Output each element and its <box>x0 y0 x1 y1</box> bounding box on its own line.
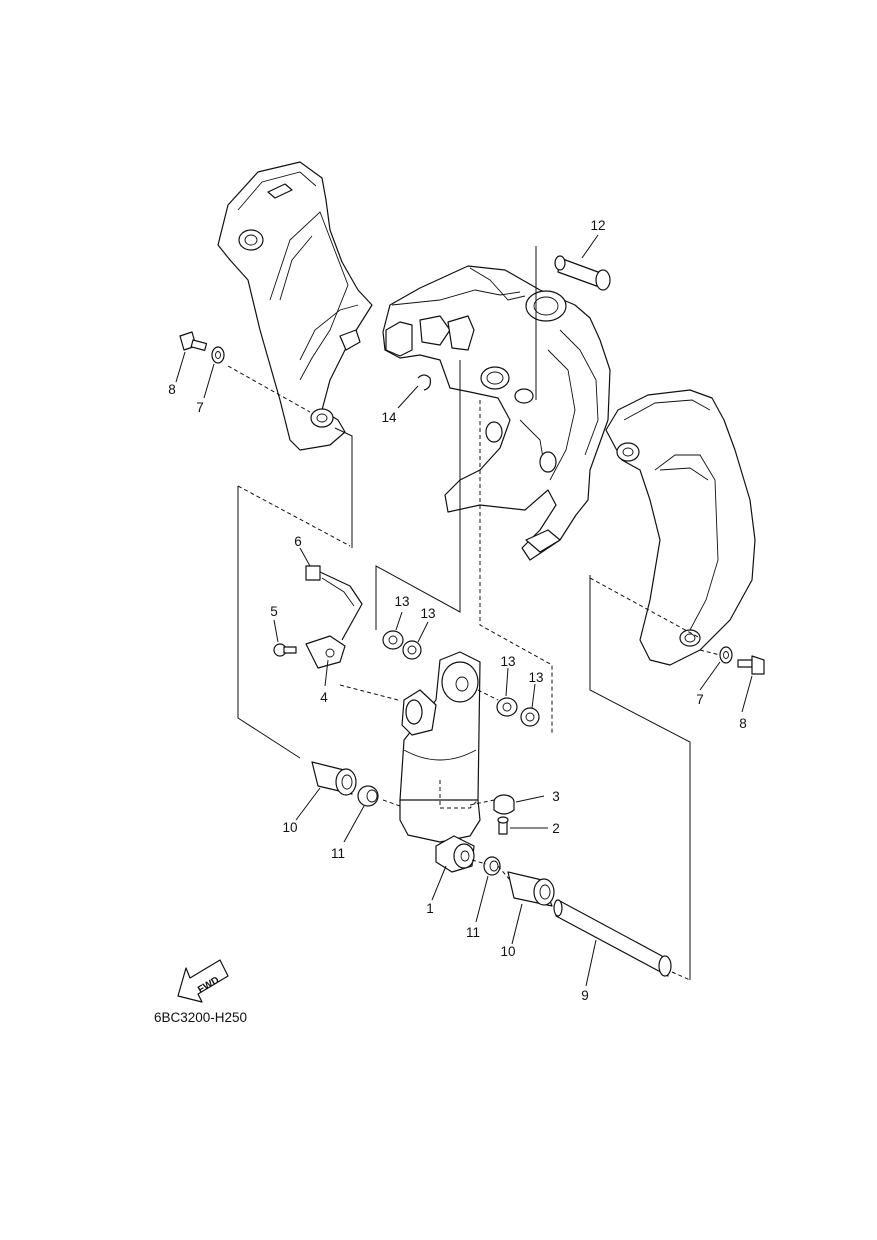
plug-part-3 <box>493 794 515 815</box>
screw-part-2 <box>497 816 509 835</box>
screw-part-5 <box>273 643 297 657</box>
callout-11-right: 11 <box>466 925 480 940</box>
callout-3: 3 <box>552 789 560 804</box>
callout-7-left: 7 <box>196 400 204 415</box>
callout-leaders <box>175 234 753 987</box>
bracket-part-4 <box>305 635 346 669</box>
bushing-part-10-right <box>507 871 555 907</box>
callout-10-left: 10 <box>282 820 297 835</box>
callout-2: 2 <box>552 821 560 836</box>
callout-14: 14 <box>381 410 397 425</box>
right-clamp-bracket <box>605 389 756 666</box>
bushing-part-11-right <box>483 856 501 876</box>
callout-labels: 12 8 7 14 6 5 4 13 13 13 13 7 8 3 2 10 1… <box>168 218 747 1003</box>
tilt-cylinder-part-1 <box>399 651 481 873</box>
fwd-arrow-icon: FWD <box>177 959 229 1003</box>
swivel-bracket <box>382 265 611 561</box>
callout-13-b: 13 <box>420 606 435 621</box>
callout-5: 5 <box>270 604 278 619</box>
collar-part-13b <box>402 640 422 660</box>
washer-part-7-right <box>719 646 733 664</box>
callout-4: 4 <box>320 690 328 705</box>
callout-8-left: 8 <box>168 382 176 397</box>
callout-8-right: 8 <box>739 716 747 731</box>
callout-13-d: 13 <box>528 670 543 685</box>
callout-10-right: 10 <box>500 944 515 959</box>
collar-part-13c <box>496 697 518 717</box>
callout-13-c: 13 <box>500 654 515 669</box>
collar-part-13d <box>520 707 540 727</box>
bushing-part-11-left <box>357 785 379 807</box>
callout-9: 9 <box>581 988 589 1003</box>
callout-13-a: 13 <box>394 594 409 609</box>
bolt-part-8-right <box>737 655 765 675</box>
washer-part-7-left <box>211 346 225 364</box>
bolt-part-8-left <box>179 331 208 351</box>
callout-6: 6 <box>294 534 302 549</box>
collar-part-13a <box>382 630 404 650</box>
diagram-code: 6BC3200-H250 <box>154 1010 247 1025</box>
bushing-part-10-left <box>311 761 357 796</box>
assembly-lines <box>227 246 721 981</box>
callout-1: 1 <box>426 901 434 916</box>
callout-7-right: 7 <box>696 692 704 707</box>
callout-12: 12 <box>590 218 605 233</box>
callout-11-left: 11 <box>331 846 345 861</box>
shaft-part-9 <box>553 899 672 977</box>
left-clamp-bracket <box>217 161 373 451</box>
pin-part-12 <box>554 255 611 291</box>
sensor-part-6 <box>305 565 363 641</box>
clip-part-14 <box>417 374 431 391</box>
